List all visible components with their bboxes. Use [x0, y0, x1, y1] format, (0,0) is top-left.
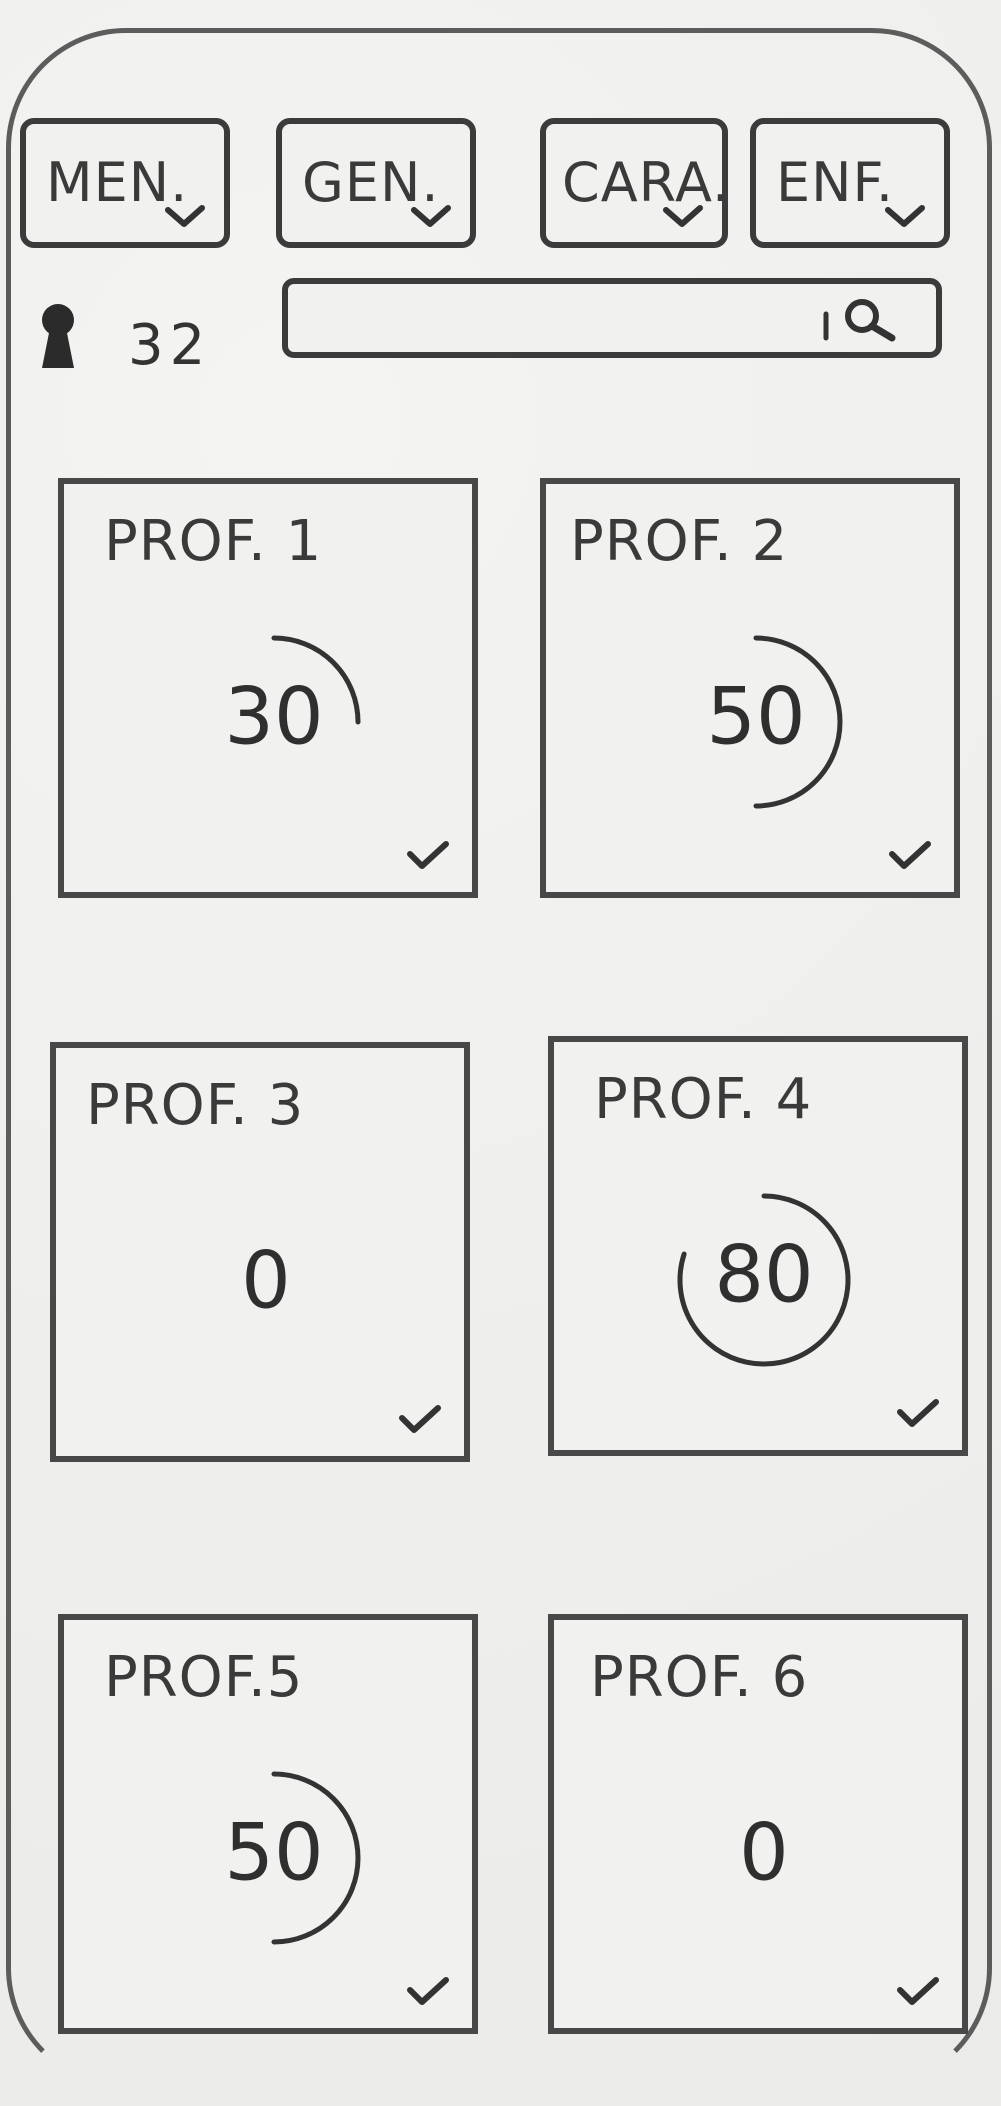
profile-card-4[interactable]: PROF. 4 80	[548, 1036, 968, 1456]
score-ring: 0	[739, 1808, 789, 1898]
profile-card-5[interactable]: PROF.5 50	[58, 1614, 478, 2034]
filter-dropdown-gen[interactable]: GEN.	[276, 118, 476, 248]
check-icon[interactable]	[896, 1976, 940, 2006]
score-ring: 80	[677, 1193, 851, 1367]
score-value: 0	[739, 1808, 789, 1898]
score-value: 0	[241, 1236, 291, 1326]
filter-dropdown-enf[interactable]: ENF.	[750, 118, 950, 248]
profile-title: PROF. 6	[590, 1645, 809, 1710]
score-value: 50	[706, 672, 805, 762]
score-ring: 30	[224, 635, 361, 762]
filter-label: GEN.	[302, 151, 440, 214]
search-icon[interactable]	[818, 292, 908, 348]
profile-title: PROF. 1	[104, 509, 323, 574]
check-icon[interactable]	[896, 1398, 940, 1428]
results-count: 32	[128, 313, 212, 378]
filter-label: ENF.	[776, 151, 895, 214]
profile-title: PROF.5	[104, 1645, 304, 1710]
profile-title: PROF. 3	[86, 1073, 305, 1138]
search-bar	[282, 278, 942, 358]
phone-frame	[6, 28, 992, 2088]
profile-card-6[interactable]: PROF. 6 0	[548, 1614, 968, 2034]
search-input[interactable]	[298, 292, 842, 346]
keyhole-icon	[42, 304, 74, 368]
score-arc	[753, 635, 843, 809]
check-icon[interactable]	[406, 840, 450, 870]
score-value: 50	[224, 1808, 323, 1898]
profile-card-3[interactable]: PROF. 3 0	[50, 1042, 470, 1462]
score-arc	[677, 1193, 851, 1367]
score-ring: 50	[224, 1771, 361, 1945]
score-ring: 50	[706, 635, 843, 809]
score-value: 80	[714, 1230, 813, 1320]
filter-dropdown-men[interactable]: MEN.	[20, 118, 230, 248]
score-arc	[271, 635, 361, 725]
profile-title: PROF. 2	[570, 509, 789, 574]
profile-card-2[interactable]: PROF. 2 50	[540, 478, 960, 898]
profile-title: PROF. 4	[594, 1067, 813, 1132]
chevron-down-icon	[663, 205, 703, 227]
filter-label: CARA.	[562, 151, 731, 214]
chevron-down-icon	[885, 205, 925, 227]
profile-card-1[interactable]: PROF. 1 30	[58, 478, 478, 898]
check-icon[interactable]	[406, 1976, 450, 2006]
chevron-down-icon	[411, 205, 451, 227]
filter-dropdown-cara[interactable]: CARA.	[540, 118, 731, 248]
chevron-down-icon	[165, 205, 205, 227]
score-arc	[271, 1771, 361, 1945]
filter-label: MEN.	[46, 151, 189, 214]
score-ring: 0	[241, 1236, 291, 1326]
check-icon[interactable]	[398, 1404, 442, 1434]
check-icon[interactable]	[888, 840, 932, 870]
score-value: 30	[224, 672, 323, 762]
